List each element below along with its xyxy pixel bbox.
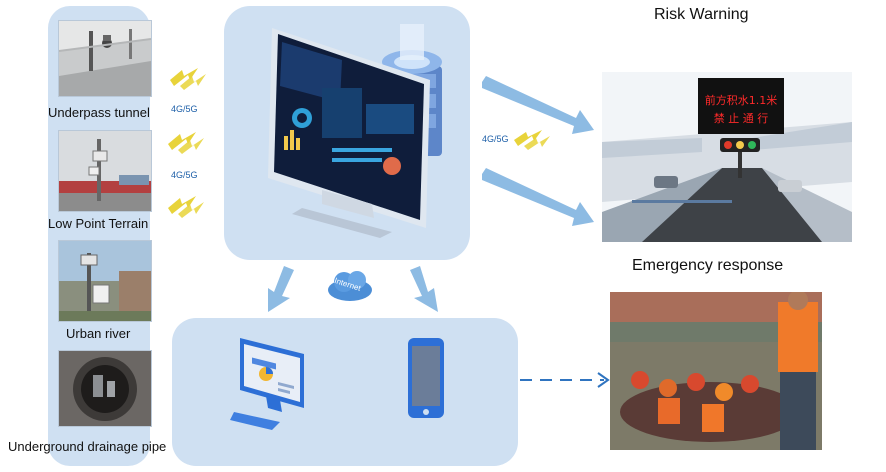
emergency-rescue-image: [610, 292, 822, 450]
low-point-terrain-image: [58, 130, 152, 212]
wireless-signal-icon: [166, 194, 206, 218]
cloud-icon: [326, 268, 374, 302]
low-point-terrain-label: Low Point Terrain: [48, 216, 149, 231]
drainage-pipe-label: Underground drainage pipe: [8, 439, 167, 454]
desktop-computer-icon: [230, 330, 310, 430]
network-label-top: 4G/5G: [171, 104, 198, 114]
warning-sign-line1: 前方积水1.1米: [704, 94, 778, 107]
down-arrow-right: [406, 266, 446, 312]
network-label-bottom: 4G/5G: [171, 170, 198, 180]
risk-warning-title: Risk Warning: [654, 6, 749, 23]
clients-panel: [172, 318, 518, 466]
drainage-pipe-image: [58, 350, 152, 427]
emergency-response-title: Emergency response: [632, 257, 784, 274]
underpass-tunnel-label: Underpass tunnel: [48, 105, 150, 120]
warning-sign-line2: 禁 止 通 行: [713, 112, 769, 125]
underpass-tunnel-image: [58, 20, 152, 97]
dashed-arrow: [518, 370, 612, 390]
wireless-signal-icon: [512, 128, 552, 150]
risk-warning-scene: 前方积水1.1米 禁 止 通 行: [602, 72, 852, 242]
urban-river-label: Urban river: [66, 326, 131, 341]
network-label-right: 4G/5G: [482, 134, 509, 144]
risk-arrow-upper: [480, 76, 596, 136]
monitoring-dashboard-illustration: [262, 18, 462, 238]
down-arrow-left: [258, 266, 298, 312]
risk-arrow-lower: [480, 168, 596, 228]
wireless-signal-icon: [166, 130, 206, 154]
urban-river-image: [58, 240, 152, 322]
smartphone-icon: [404, 336, 448, 422]
wireless-signal-icon: [168, 66, 208, 90]
